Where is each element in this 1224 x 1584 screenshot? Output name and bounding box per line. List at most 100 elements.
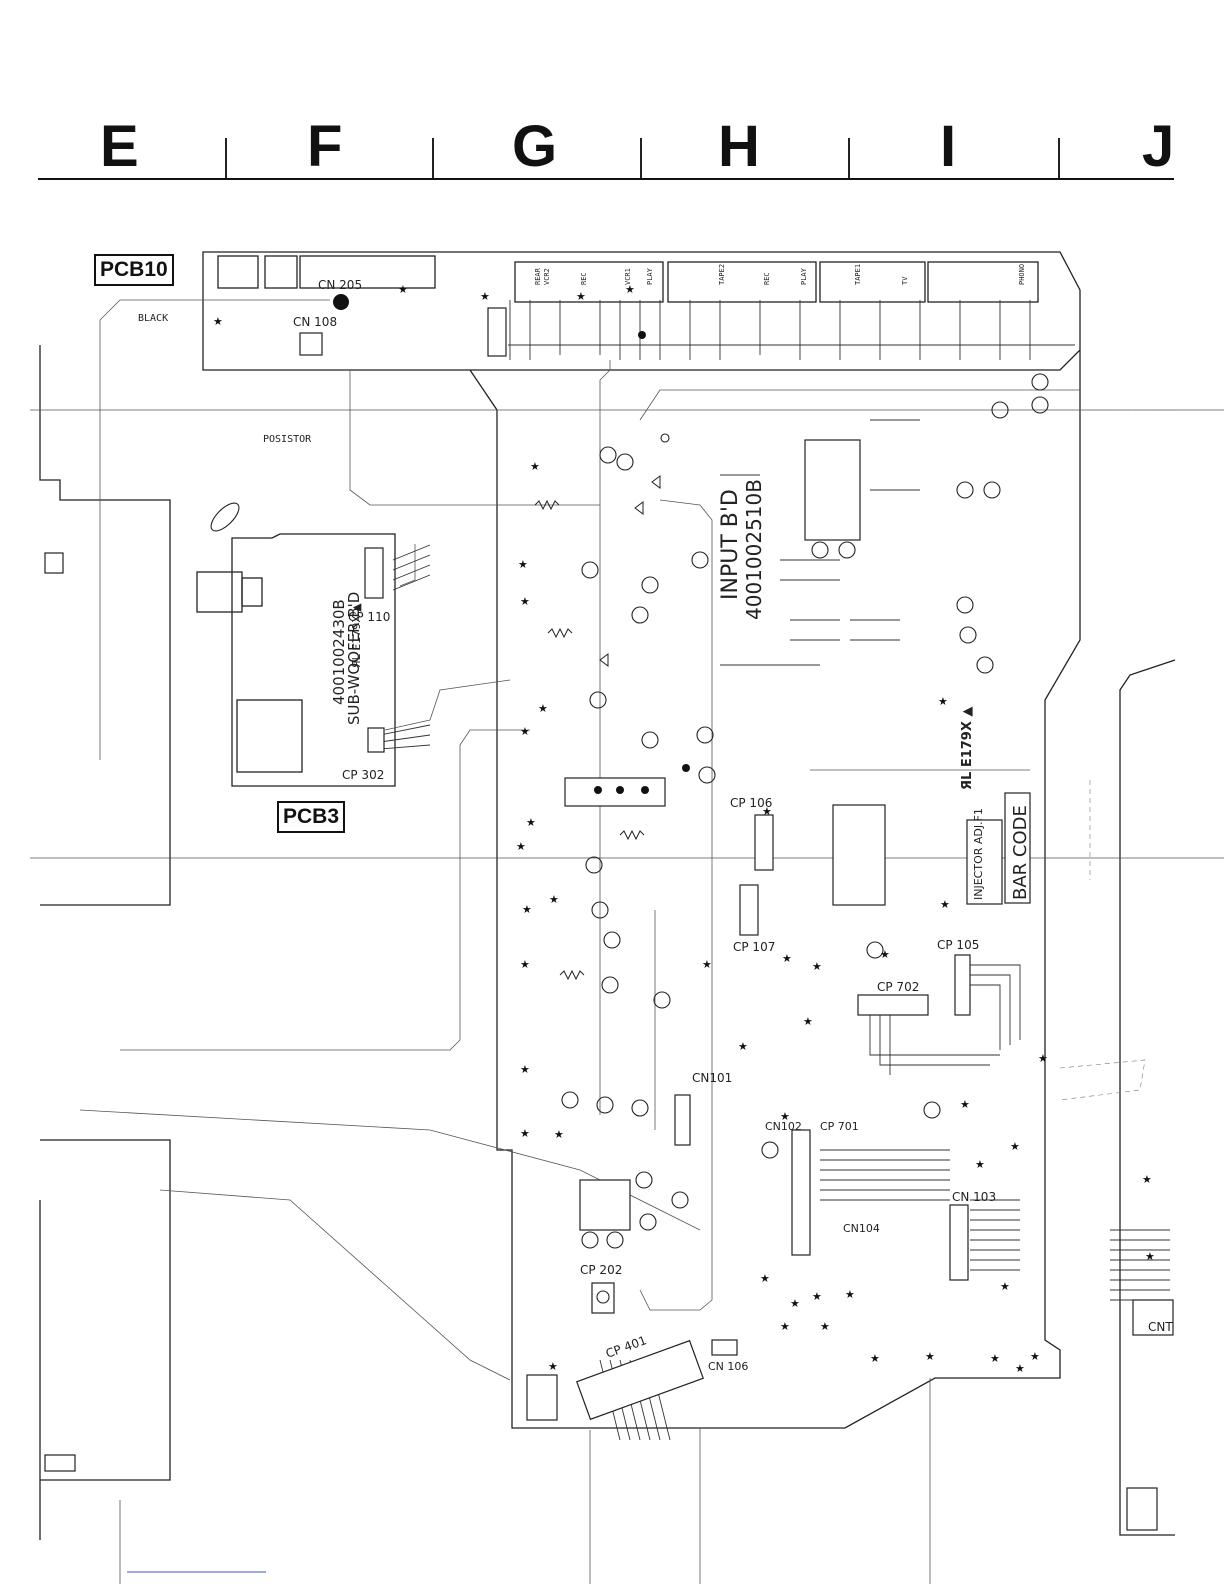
svg-text:★: ★ <box>975 1158 985 1171</box>
subwoofer-bd-number: 4001002430B <box>330 599 348 705</box>
svg-text:★: ★ <box>1015 1362 1025 1375</box>
svg-text:★: ★ <box>938 695 948 708</box>
svg-text:★: ★ <box>522 903 532 916</box>
pcb3-tag: PCB3 <box>277 801 346 833</box>
svg-text:★: ★ <box>549 893 559 906</box>
header-rule <box>38 178 1174 180</box>
svg-text:★: ★ <box>940 898 950 911</box>
pcb10-tag: PCB10 <box>94 254 174 286</box>
svg-text:★: ★ <box>870 1352 880 1365</box>
ic-input-2 <box>832 804 886 906</box>
section-header-rec-2: REC <box>763 272 771 285</box>
left-board-outline <box>39 345 171 906</box>
cp107-label: CP 107 <box>733 940 776 954</box>
section-header-vcr2: VCR2 <box>543 268 551 285</box>
svg-text:★: ★ <box>782 952 792 965</box>
cp110-label: CP 110 <box>348 610 391 624</box>
svg-text:★: ★ <box>845 1288 855 1301</box>
svg-text:★: ★ <box>518 558 528 571</box>
cn103-label: CN 103 <box>952 1190 997 1204</box>
cn102-label: CN102 <box>765 1120 802 1133</box>
subwoofer-board-outline <box>231 533 396 787</box>
svg-text:★: ★ <box>738 1040 748 1053</box>
svg-text:★: ★ <box>990 1352 1000 1365</box>
svg-text:★: ★ <box>520 958 530 971</box>
bar-code-label: BAR CODE <box>1010 805 1031 900</box>
column-letter-h: H <box>718 114 760 179</box>
connector-cp302 <box>367 727 385 753</box>
input-bd-number: 4001002510B <box>742 479 766 620</box>
cn108-label: CN 108 <box>293 315 338 329</box>
svg-text:★: ★ <box>812 1290 822 1303</box>
tick-4 <box>848 138 850 178</box>
svg-text:★: ★ <box>538 702 548 715</box>
svg-text:★: ★ <box>1010 1140 1020 1153</box>
input-board-outline <box>469 350 1081 1429</box>
ul-mark-input: ЯL E179X ▲ <box>960 706 975 790</box>
small-part-left-2 <box>44 1454 76 1472</box>
section-header-rec-1: REC <box>580 272 588 285</box>
svg-text:★: ★ <box>520 725 530 738</box>
tick-3 <box>640 138 642 178</box>
svg-text:★: ★ <box>554 1128 564 1141</box>
svg-text:★: ★ <box>526 816 536 829</box>
svg-text:★: ★ <box>880 948 890 961</box>
section-header-rear: REAR <box>534 268 542 285</box>
cp701-label: CP 701 <box>820 1120 859 1133</box>
svg-text:★: ★ <box>520 1127 530 1140</box>
section-header-tape2: TAPE2 <box>718 263 726 285</box>
svg-text:★: ★ <box>762 805 772 818</box>
tick-1 <box>225 138 227 178</box>
cnt-label: CNT <box>1148 1320 1173 1334</box>
svg-text:★: ★ <box>1000 1280 1010 1293</box>
cn205-label: CN 205 <box>318 278 363 292</box>
cp202-label: CP 202 <box>580 1263 623 1277</box>
connector-cn106 <box>711 1339 738 1356</box>
connector-cp106 <box>754 814 774 871</box>
section-header-play-1: PLAY <box>646 268 654 285</box>
connector-cp107 <box>739 884 759 936</box>
svg-text:★: ★ <box>812 960 822 973</box>
connector-cn102 <box>791 1129 811 1256</box>
battery-right <box>1126 1487 1158 1531</box>
svg-text:★: ★ <box>213 315 223 328</box>
black-label: BLACK <box>138 313 169 324</box>
ic-amp-1 <box>579 1179 631 1231</box>
svg-text:★: ★ <box>520 1063 530 1076</box>
connector-cp110 <box>364 547 384 599</box>
svg-text:★: ★ <box>480 290 490 303</box>
svg-text:★: ★ <box>576 290 586 303</box>
connector-top-left <box>487 307 507 357</box>
svg-text:★: ★ <box>516 840 526 853</box>
svg-text:★: ★ <box>820 1320 830 1333</box>
svg-text:★: ★ <box>398 283 408 296</box>
svg-text:★: ★ <box>520 595 530 608</box>
connector-cn103 <box>949 1204 969 1281</box>
section-header-vcr1: VCR1 <box>624 268 632 285</box>
svg-text:★: ★ <box>1142 1173 1152 1186</box>
small-part-left <box>44 552 64 574</box>
cp702-label: CP 702 <box>877 980 920 994</box>
connector-cp702 <box>857 994 929 1016</box>
tick-5 <box>1058 138 1060 178</box>
section-header-tv: TV <box>901 276 909 285</box>
svg-text:★: ★ <box>625 283 635 296</box>
column-letter-f: F <box>307 114 343 179</box>
right-board-outline <box>1119 659 1176 1536</box>
connector-cn101 <box>674 1094 691 1146</box>
cp302-label: CP 302 <box>342 768 385 782</box>
svg-text:★: ★ <box>960 1098 970 1111</box>
cn205-dot <box>333 294 349 310</box>
input-bd-label: INPUT B'D <box>718 489 743 600</box>
svg-text:★: ★ <box>760 1272 770 1285</box>
cp105-label: CP 105 <box>937 938 980 952</box>
svg-text:★: ★ <box>790 1297 800 1310</box>
pcb10-outline <box>202 251 1081 371</box>
cp-block-201 <box>564 777 666 807</box>
svg-text:★: ★ <box>803 1015 813 1028</box>
left-board-lower <box>40 1139 171 1481</box>
cn106-label: CN 106 <box>708 1360 749 1373</box>
bar-code-box <box>1004 792 1031 904</box>
svg-text:★: ★ <box>702 958 712 971</box>
